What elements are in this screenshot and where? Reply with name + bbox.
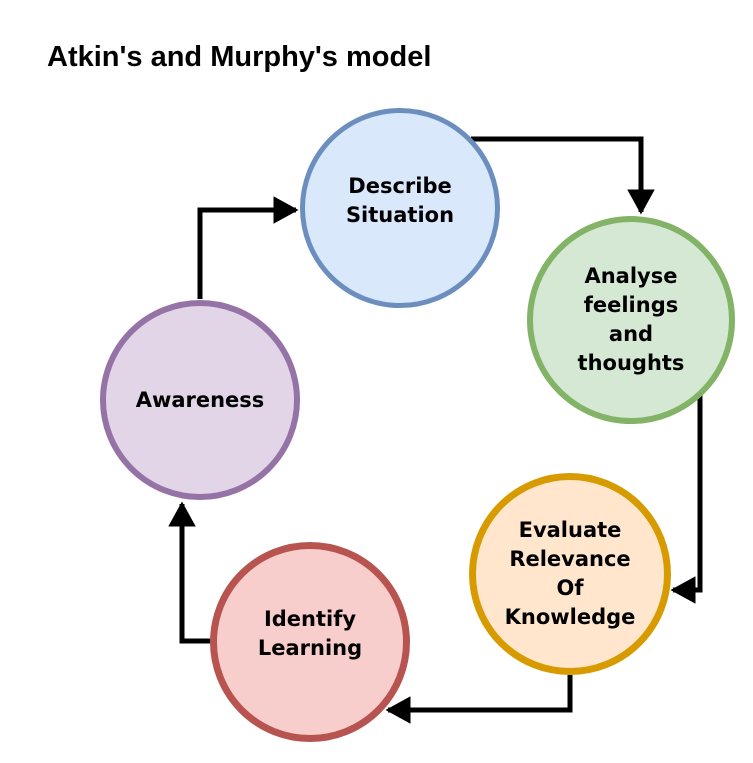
connector-analyse-feelings-and-thoughts-to-evaluate-relevance-of-knowledge bbox=[670, 394, 703, 604]
diagram-title: Atkin's and Murphy's model bbox=[47, 41, 432, 73]
node-label-line: Awareness bbox=[135, 387, 265, 412]
node-label-awareness: Awareness bbox=[136, 386, 265, 415]
node-label-line: Describe bbox=[348, 174, 452, 198]
node-label-line: thoughts bbox=[577, 351, 685, 375]
node-label-line: Evaluate bbox=[518, 518, 622, 542]
connector-evaluate-relevance-of-knowledge-to-identify-learning bbox=[385, 675, 573, 724]
node-label-line: Of bbox=[556, 576, 584, 600]
connector-awareness-to-describe-situation bbox=[197, 196, 299, 299]
node-label-analyse-feelings-and-thoughts: Analyse feelings and thoughts bbox=[578, 262, 685, 378]
node-label-line: Learning bbox=[257, 636, 363, 660]
node-label-line: feelings bbox=[583, 293, 679, 317]
node-label-line: and bbox=[608, 322, 654, 346]
connector-group bbox=[168, 136, 703, 724]
connector-describe-situation-to-analyse-feelings-and-thoughts bbox=[471, 136, 655, 215]
connector-identify-learning-to-awareness bbox=[168, 501, 212, 644]
node-label-line: Analyse bbox=[584, 264, 678, 288]
node-awareness: Awareness bbox=[100, 300, 300, 500]
node-analyse-feelings-and-thoughts: Analyse feelings and thoughts bbox=[527, 216, 735, 424]
node-label-line: Identify bbox=[263, 607, 357, 631]
node-label-line: Knowledge bbox=[504, 605, 636, 629]
node-label-line: Situation bbox=[345, 203, 455, 227]
node-label-line: Relevance bbox=[509, 547, 631, 571]
